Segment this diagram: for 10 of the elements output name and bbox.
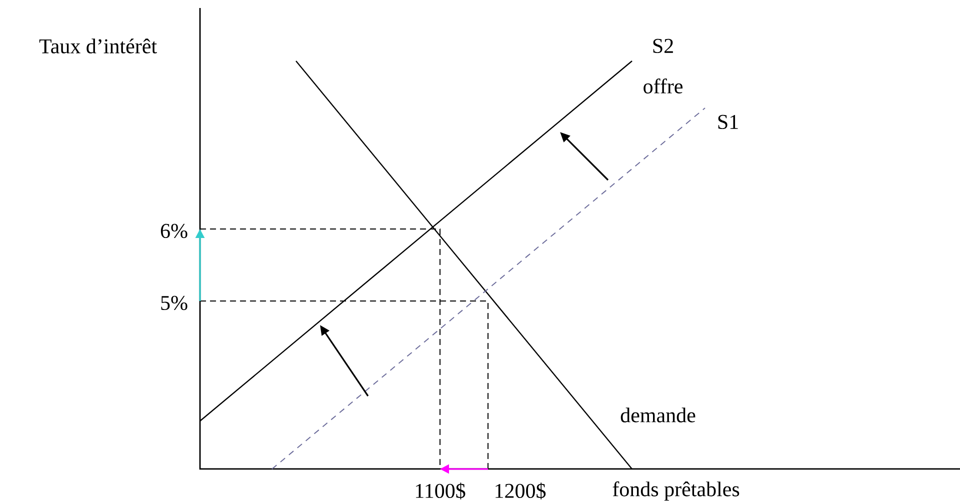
tick-label: 5%: [161, 296, 188, 310]
curve-label: offre: [644, 78, 682, 94]
tick-label: 1200$: [496, 482, 546, 500]
curve-label: S2: [653, 38, 673, 54]
curve-label: demande: [620, 408, 696, 422]
tick-label: 1100$: [416, 482, 466, 500]
curve-label: S1: [718, 114, 738, 130]
axis-label: Taux d’intérêt: [39, 38, 157, 54]
axis-label: fonds prêtables: [612, 481, 740, 501]
tick-label: 6%: [160, 224, 188, 238]
